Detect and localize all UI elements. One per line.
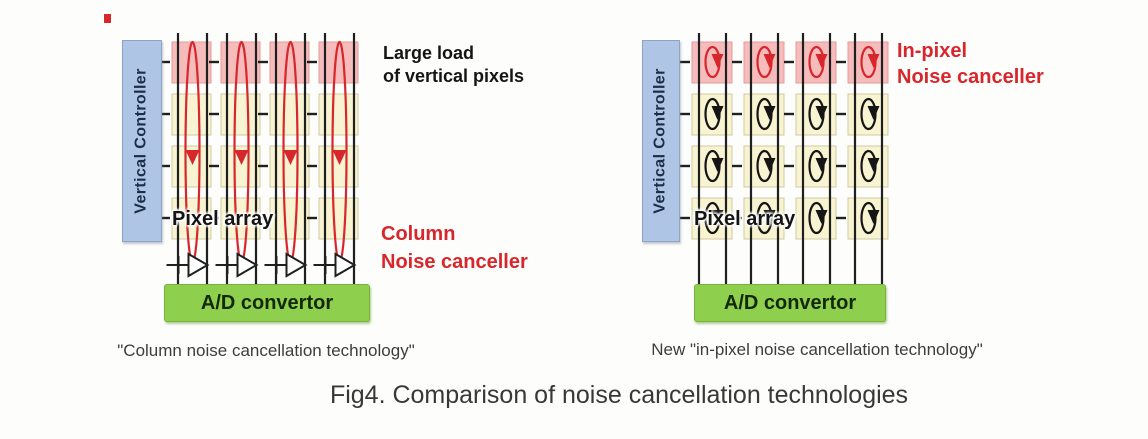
vertical-controller-box-left: Vertical Controller: [122, 40, 162, 242]
signal-arrow-icon: [763, 106, 776, 120]
column-noise-canceller-label: Column Noise canceller: [381, 223, 528, 273]
signal-arrow-icon: [763, 54, 776, 68]
signal-arrow-icon: [815, 106, 828, 120]
figure-title: Fig4. Comparison of noise cancellation t…: [329, 381, 909, 409]
signal-arrow-icon: [711, 106, 724, 120]
caption-right: New "in-pixel noise cancellation technol…: [651, 340, 983, 359]
signal-arrow-icon: [867, 158, 880, 172]
signal-arrow-icon: [867, 210, 880, 224]
signal-arrow-icon: [763, 158, 776, 172]
signal-arrow-icon: [815, 158, 828, 172]
vertical-controller-box-right: Vertical Controller: [642, 40, 680, 242]
amplifier-icon: [313, 252, 357, 278]
pixel-array-label-right: Pixel array: [694, 208, 796, 230]
vertical-controller-label: Vertical Controller: [652, 68, 670, 214]
signal-arrow-icon: [711, 54, 724, 68]
signal-arrow-icon: [815, 54, 828, 68]
signal-arrow-icon: [711, 158, 724, 172]
large-load-note: Large load of vertical pixels: [383, 43, 525, 86]
signal-arrow-icon: [332, 150, 347, 165]
adc-box-right: A/D convertor: [694, 284, 886, 322]
signal-arrow-icon: [711, 210, 724, 224]
adc-box-left: A/D convertor: [164, 284, 370, 322]
in-pixel-noise-canceller-label: In-pixel Noise canceller: [897, 40, 1044, 88]
signal-arrow-icon: [867, 106, 880, 120]
amplifier-icon: [264, 252, 308, 278]
amplifier-icon: [166, 252, 210, 278]
amplifier-icon: [215, 252, 259, 278]
caption-left: "Column noise cancellation technology": [117, 341, 415, 360]
signal-arrow-icon: [283, 150, 298, 165]
pixel-array-label-left: Pixel array: [172, 208, 274, 230]
signal-arrow-icon: [234, 150, 249, 165]
signal-arrow-icon: [815, 210, 828, 224]
signal-arrow-icon: [763, 210, 776, 224]
vertical-controller-label: Vertical Controller: [133, 68, 151, 214]
signal-arrow-icon: [867, 54, 880, 68]
red-mark: [104, 14, 111, 23]
signal-arrow-icon: [185, 150, 200, 165]
